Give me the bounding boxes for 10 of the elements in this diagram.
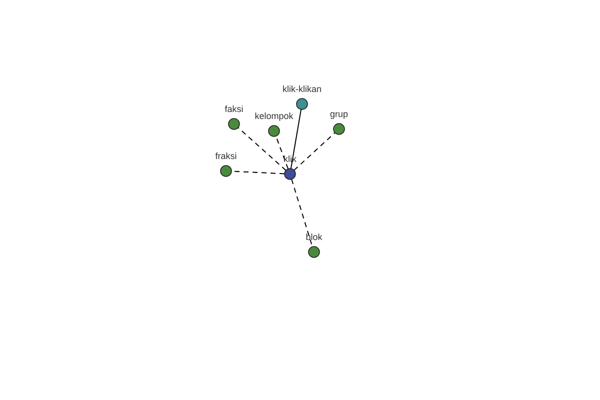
node-label: kelompok	[254, 111, 294, 122]
dashed-line	[294, 132, 336, 171]
node-label: fraksi	[214, 151, 238, 162]
node-label: faksi	[224, 104, 244, 115]
dashed-line	[291, 178, 313, 248]
node-label: klik-klikan	[281, 84, 322, 95]
node-label: blok	[304, 232, 324, 243]
node-label: grup	[328, 109, 349, 120]
dashed-line	[238, 127, 286, 171]
dashed-line	[275, 136, 289, 170]
